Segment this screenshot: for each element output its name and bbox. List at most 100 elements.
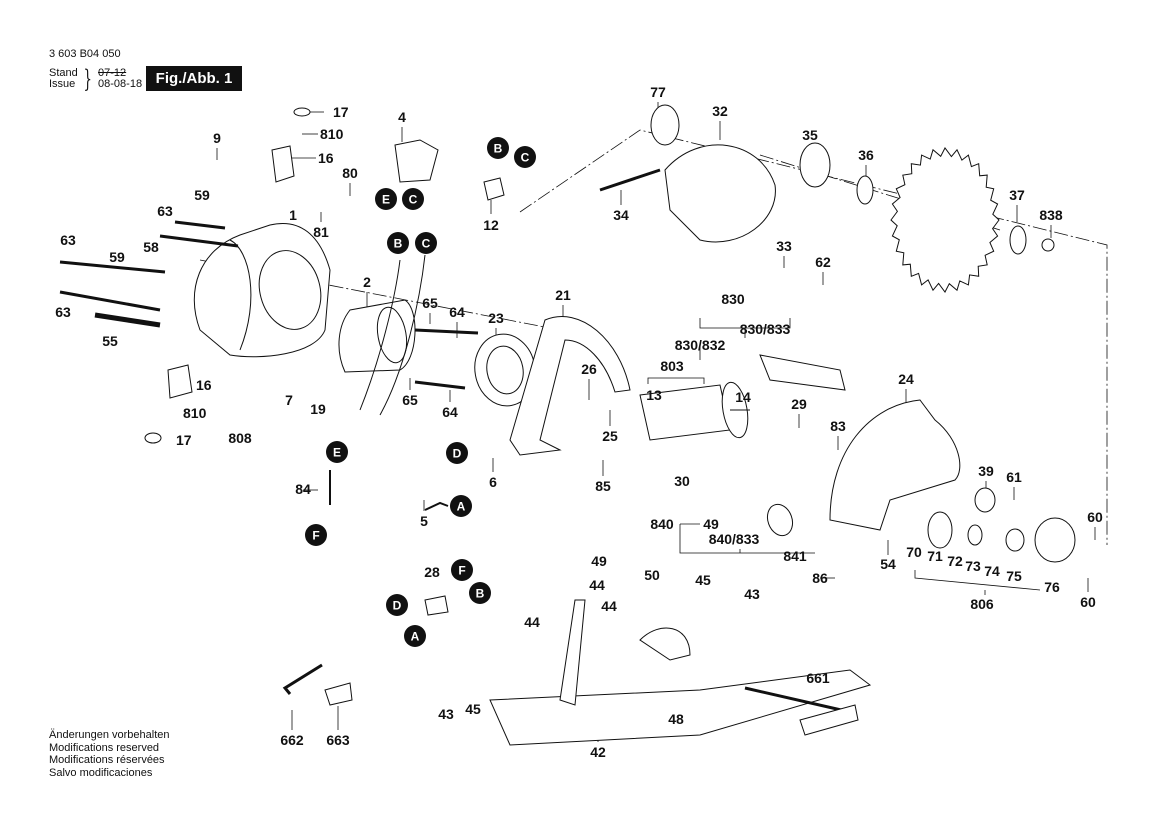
revision-block: Stand Issue } 07-12 08-08-18 bbox=[49, 67, 142, 91]
callout-85: 85 bbox=[595, 478, 611, 494]
callout-16a: 16 bbox=[318, 150, 334, 166]
gear-housing bbox=[1034, 517, 1076, 563]
revision-dates: 07-12 08-08-18 bbox=[98, 68, 142, 90]
callout-661: 661 bbox=[806, 670, 830, 686]
svg-text:D: D bbox=[453, 447, 462, 461]
svg-text:A: A bbox=[411, 630, 420, 644]
callout-840: 840 bbox=[650, 516, 674, 532]
stand-label: Stand bbox=[49, 67, 78, 79]
svg-text:C: C bbox=[409, 193, 418, 207]
callout-45a: 45 bbox=[695, 572, 711, 588]
capacitor bbox=[483, 177, 505, 201]
connector-a-badge: A bbox=[404, 625, 426, 647]
callout-45b: 45 bbox=[465, 701, 481, 717]
callout-23: 23 bbox=[488, 310, 504, 326]
bearing bbox=[1005, 528, 1025, 552]
svg-text:A: A bbox=[457, 500, 466, 514]
callout-841: 841 bbox=[783, 548, 807, 564]
callout-17a: 17 bbox=[333, 104, 349, 120]
assembly-axis-line bbox=[519, 129, 1108, 545]
callout-44c: 44 bbox=[524, 614, 540, 630]
callout-17b: 17 bbox=[176, 432, 192, 448]
callout-14: 14 bbox=[735, 389, 751, 405]
brush-cap-bottom bbox=[144, 432, 162, 444]
connector-e-badge: E bbox=[375, 188, 397, 210]
saw-blade bbox=[890, 147, 1000, 293]
connector-c-badge: C bbox=[415, 232, 437, 254]
flange-outer bbox=[1009, 225, 1027, 255]
leader-line bbox=[647, 377, 705, 384]
callout-65a: 65 bbox=[422, 295, 438, 311]
callout-12: 12 bbox=[483, 217, 499, 233]
callout-28: 28 bbox=[424, 564, 440, 580]
callout-840_833: 840/833 bbox=[709, 531, 760, 547]
callout-54: 54 bbox=[880, 556, 896, 572]
callout-84: 84 bbox=[295, 481, 311, 497]
hex-key bbox=[282, 663, 323, 695]
note-es: Salvo modificaciones bbox=[49, 766, 153, 779]
callout-71: 71 bbox=[927, 548, 943, 564]
callout-43a: 43 bbox=[744, 586, 760, 602]
callout-830_832: 830/832 bbox=[675, 337, 726, 353]
callout-7: 7 bbox=[285, 392, 293, 408]
callout-808: 808 bbox=[228, 430, 252, 446]
brush-holder-top bbox=[271, 145, 295, 183]
retaining-ring bbox=[799, 142, 831, 188]
parallel-guide bbox=[744, 686, 851, 714]
connector-b-badge: B bbox=[487, 137, 509, 159]
callout-30: 30 bbox=[674, 473, 690, 489]
base-plate bbox=[489, 669, 872, 746]
guide-fence bbox=[799, 704, 859, 736]
callout-663: 663 bbox=[326, 732, 350, 748]
adjust-screw bbox=[94, 312, 161, 328]
bearing-cap bbox=[650, 104, 680, 146]
callout-55: 55 bbox=[102, 333, 118, 349]
callout-86: 86 bbox=[812, 570, 828, 586]
svg-text:C: C bbox=[521, 151, 530, 165]
callout-24: 24 bbox=[898, 371, 914, 387]
callout-64a: 64 bbox=[449, 304, 465, 320]
field-coil-wires bbox=[359, 254, 426, 416]
part-number: 3 603 B04 050 bbox=[49, 48, 121, 60]
callout-806: 806 bbox=[970, 596, 994, 612]
callout-49a: 49 bbox=[703, 516, 719, 532]
callout-59a: 59 bbox=[194, 187, 210, 203]
screw bbox=[59, 260, 166, 274]
callout-81: 81 bbox=[313, 224, 329, 240]
connector-c-badge: C bbox=[514, 146, 536, 168]
connector-e-badge: E bbox=[326, 441, 348, 463]
callout-830: 830 bbox=[721, 291, 745, 307]
upper-guard bbox=[664, 144, 776, 243]
svg-text:D: D bbox=[393, 599, 402, 613]
connector-c-badge: C bbox=[402, 188, 424, 210]
connector-d-badge: D bbox=[386, 594, 408, 616]
leader-line bbox=[679, 524, 815, 554]
callout-830_833: 830/833 bbox=[740, 321, 791, 337]
note-de: Änderungen vorbehalten bbox=[49, 729, 170, 741]
callout-34: 34 bbox=[613, 207, 629, 223]
callout-35: 35 bbox=[802, 127, 818, 143]
connector-a-badge: A bbox=[450, 495, 472, 517]
callout-73: 73 bbox=[965, 558, 981, 574]
blade-bolt bbox=[1041, 238, 1055, 252]
screw bbox=[59, 290, 161, 312]
callout-36: 36 bbox=[858, 147, 874, 163]
depth-lever bbox=[559, 599, 586, 706]
callout-83: 83 bbox=[830, 418, 846, 434]
svg-text:B: B bbox=[494, 142, 503, 156]
callout-9: 9 bbox=[213, 130, 221, 146]
connector-f-badge: F bbox=[451, 559, 473, 581]
spring bbox=[599, 168, 661, 192]
callout-25: 25 bbox=[602, 428, 618, 444]
callout-76: 76 bbox=[1044, 579, 1060, 595]
callout-32: 32 bbox=[712, 103, 728, 119]
callout-662: 662 bbox=[280, 732, 304, 748]
screw bbox=[174, 220, 226, 230]
callout-74: 74 bbox=[984, 563, 1000, 579]
issue-date: 08-08-18 bbox=[98, 78, 143, 90]
callout-2: 2 bbox=[363, 274, 371, 290]
screw bbox=[414, 380, 466, 390]
svg-text:E: E bbox=[333, 446, 341, 460]
callout-64b: 64 bbox=[442, 404, 458, 420]
callout-37: 37 bbox=[1009, 187, 1025, 203]
